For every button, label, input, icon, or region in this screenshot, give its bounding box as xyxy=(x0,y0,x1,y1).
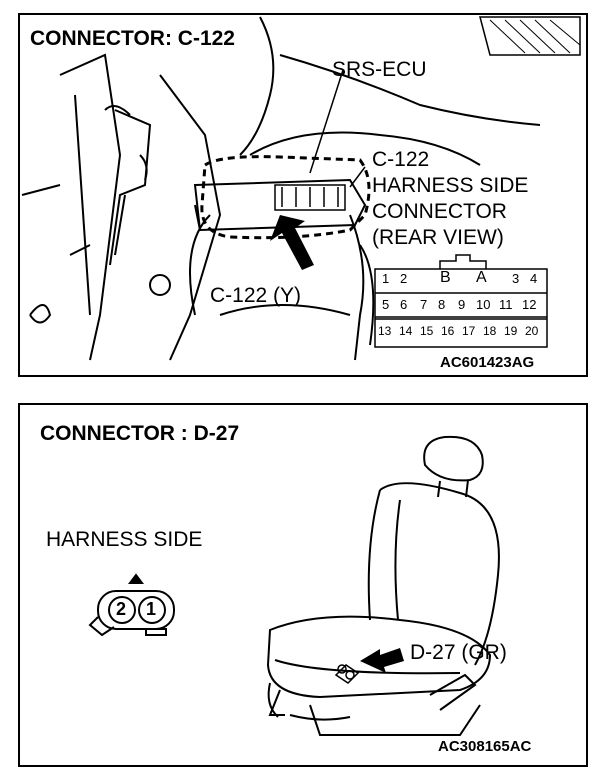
pointer-label: D-27 (GR) xyxy=(410,641,507,664)
pin-label: 2 xyxy=(116,599,127,619)
pin-label: 9 xyxy=(458,297,466,312)
pin-label: 14 xyxy=(399,324,413,338)
panel-title: CONNECTOR : D-27 xyxy=(40,422,240,445)
pin-label: 19 xyxy=(504,324,518,338)
pin-label: 4 xyxy=(530,271,538,286)
pin-label: 3 xyxy=(512,271,520,286)
connector-label-line-1: C-122 xyxy=(372,148,430,171)
connector-label-line-4: (REAR VIEW) xyxy=(372,226,504,249)
pin-label: 11 xyxy=(499,297,513,312)
pin-label: 17 xyxy=(462,324,476,338)
pin-label: 1 xyxy=(382,271,390,286)
panel-title: CONNECTOR: C-122 xyxy=(30,27,235,50)
vehicle-interior-illustration xyxy=(21,16,581,361)
pointer-label: C-122 (Y) xyxy=(210,284,302,307)
harness-side-label: HARNESS SIDE xyxy=(46,528,203,551)
figure-code: AC601423AG xyxy=(440,354,535,371)
figure-code: AC308165AC xyxy=(438,738,532,755)
ecu-label: SRS-ECU xyxy=(332,58,427,81)
pin-label: 1 xyxy=(146,599,157,619)
pin-label: 6 xyxy=(400,297,408,312)
pin-label: 13 xyxy=(378,324,392,338)
connector-d27-panel: CONNECTOR : D-27 HARNESS SIDE 2 1 D-27 (… xyxy=(18,403,588,767)
pin-label: 18 xyxy=(483,324,497,338)
pin-label: 2 xyxy=(400,271,408,286)
pin-label: 20 xyxy=(525,324,539,338)
connector-label-line-2: HARNESS SIDE xyxy=(372,174,529,197)
pin-label: B xyxy=(440,269,451,286)
pin-label: 5 xyxy=(382,297,390,312)
pin-label: A xyxy=(476,269,487,286)
pin-label: 10 xyxy=(476,297,491,312)
pin-label: 15 xyxy=(420,324,434,338)
pin-label: 12 xyxy=(522,297,537,312)
pin-label: 16 xyxy=(441,324,455,338)
pin-label: 8 xyxy=(438,297,446,312)
pin-label: 7 xyxy=(420,297,428,312)
connector-label-line-3: CONNECTOR xyxy=(372,200,507,223)
seat-illustration xyxy=(88,435,500,736)
connector-c122-panel: CONNECTOR: C-122 SRS-ECU C-122 HARNESS S… xyxy=(18,13,588,377)
